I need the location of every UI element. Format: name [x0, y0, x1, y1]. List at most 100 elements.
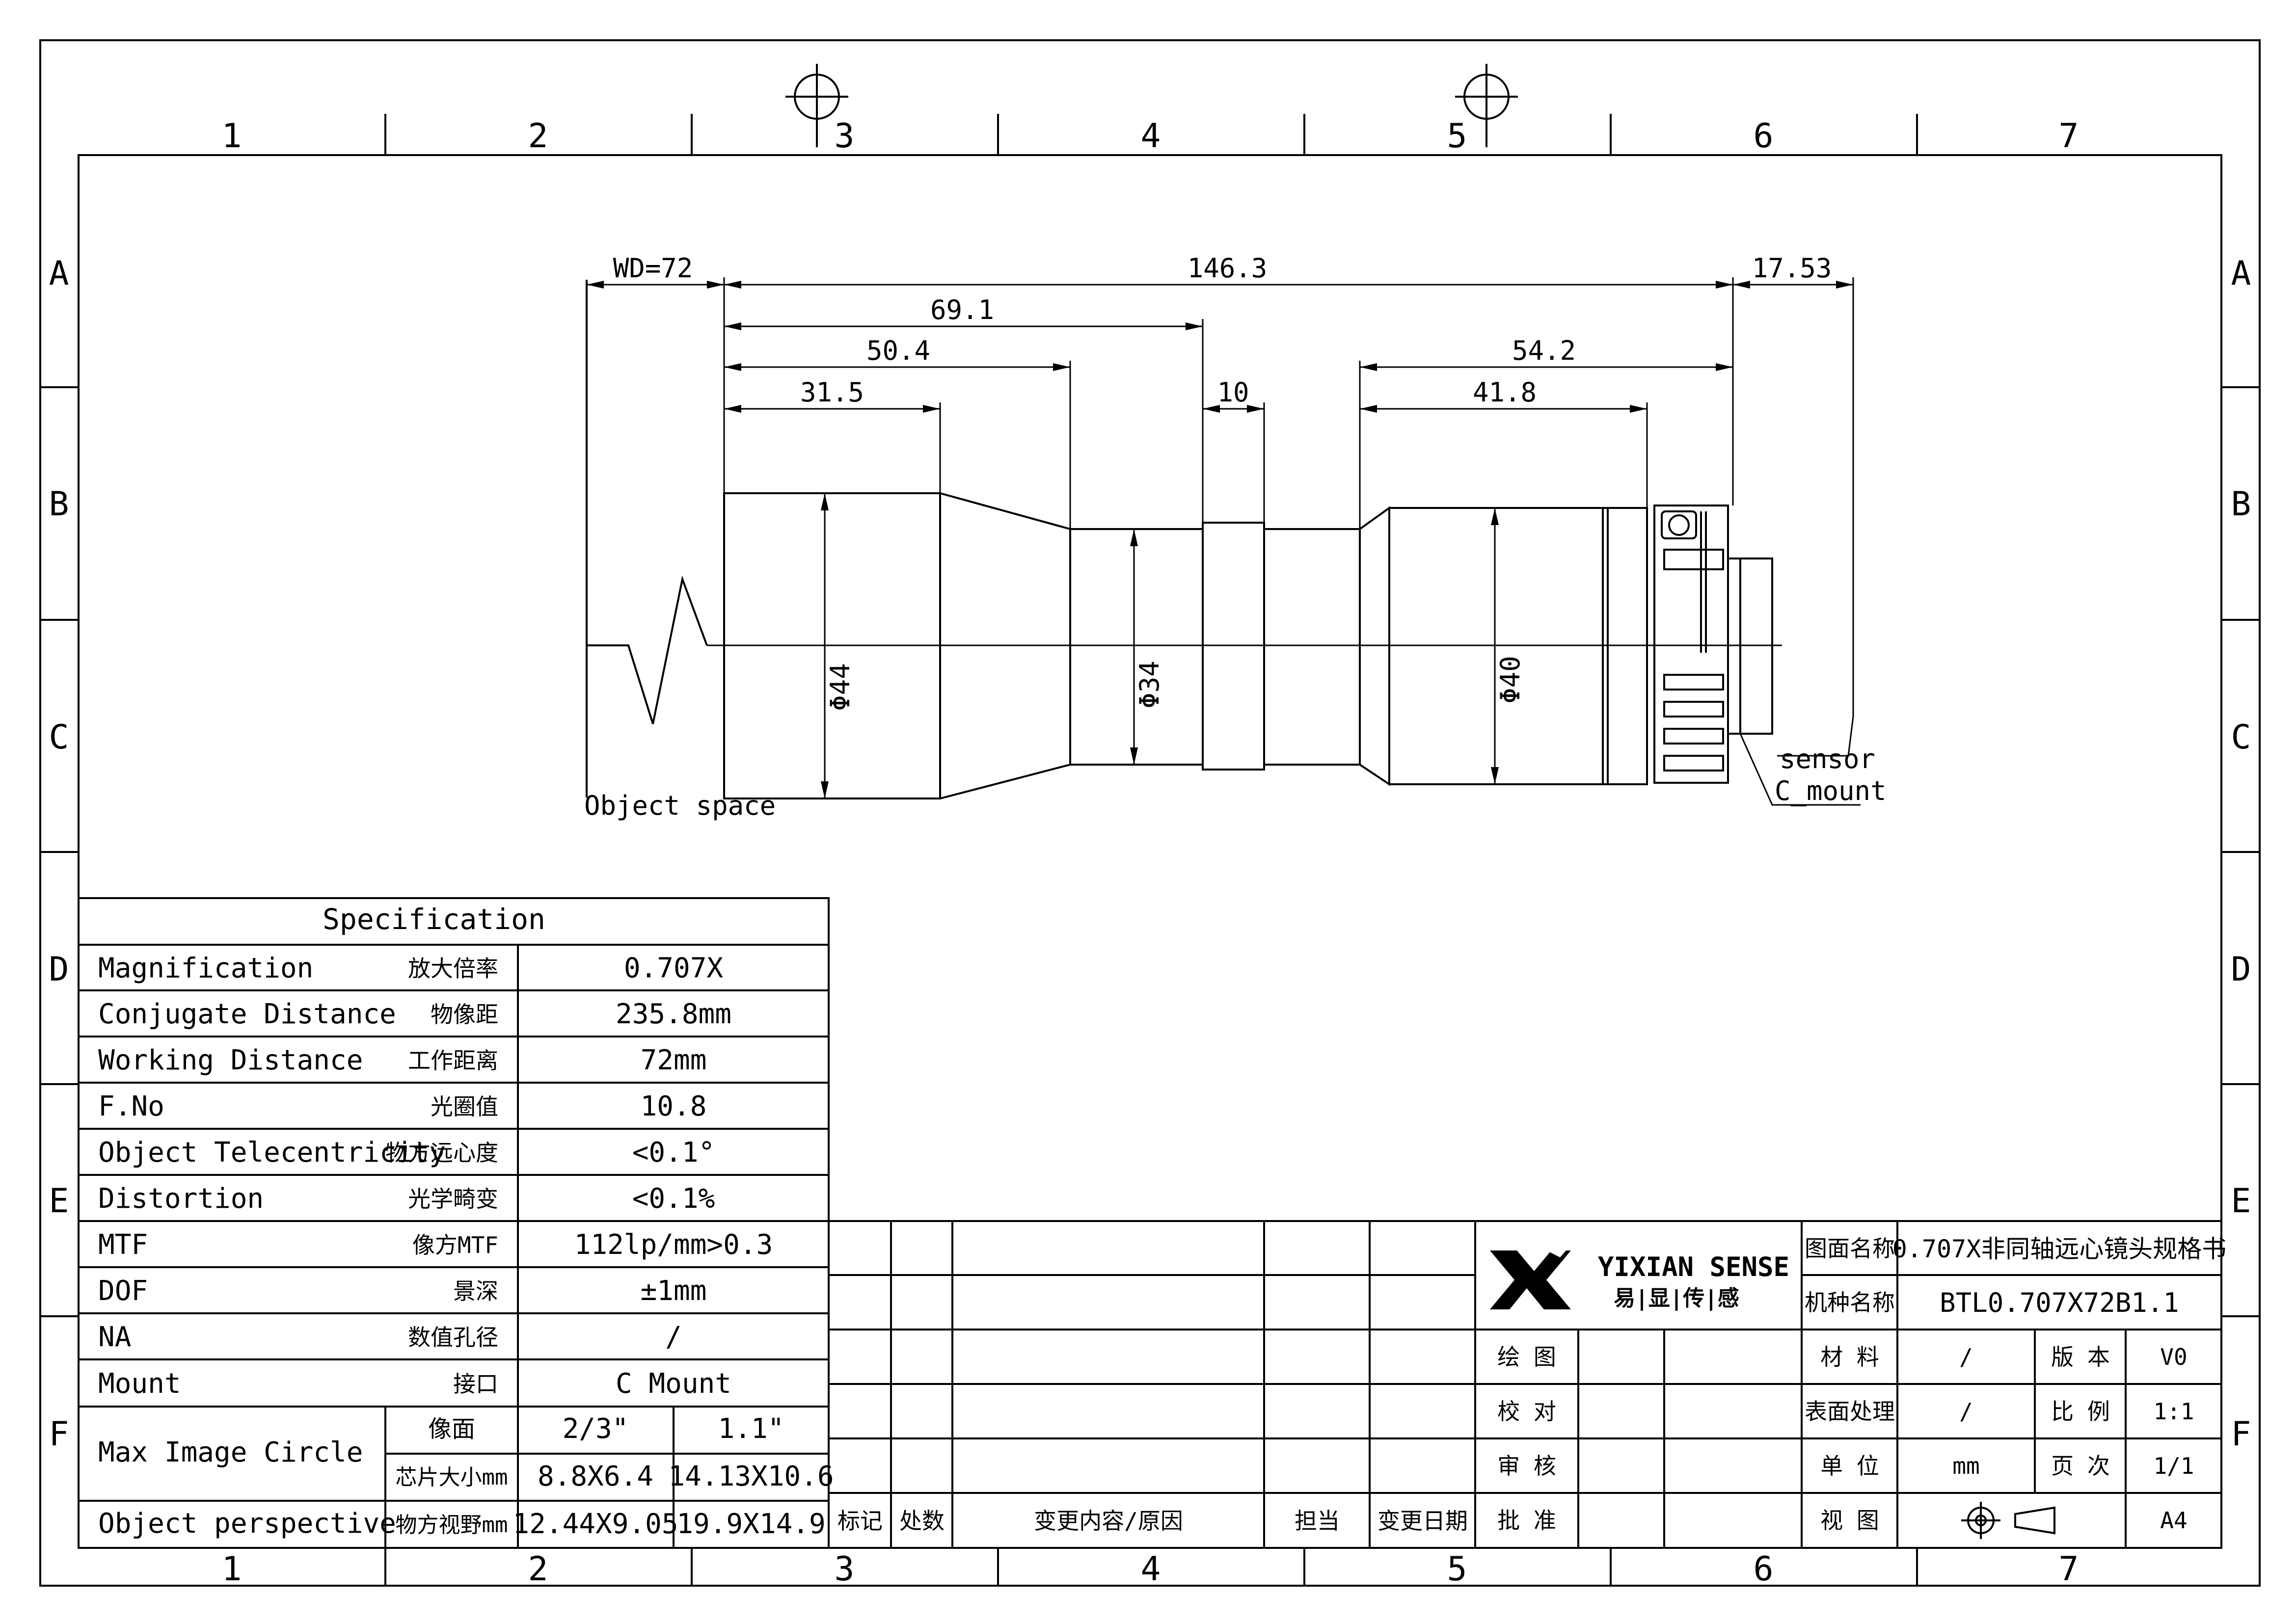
- drawing-name: 0.707X非同轴远心镜头规格书: [1892, 1235, 2227, 1263]
- spec-table-text: Specification: [323, 903, 545, 936]
- check-label: 校 对: [1497, 1398, 1556, 1425]
- spec-row-value: 72mm: [641, 1044, 707, 1076]
- spec-row-label-cn: 光圈值: [431, 1093, 498, 1120]
- rev-header: 变更日期: [1378, 1508, 1468, 1534]
- col-label-top: 1: [222, 117, 242, 156]
- brand-name-cn: 易|显|传|感: [1614, 1286, 1739, 1311]
- col-label-top: 3: [835, 117, 855, 156]
- dim-total: 146.3: [1188, 253, 1268, 284]
- spec-op-label: Object perspective: [98, 1508, 396, 1540]
- spec-mic-cn1: 像面: [428, 1415, 475, 1443]
- projection-symbol-icon: [1961, 1502, 2055, 1539]
- spec-row-label-cn: 接口: [453, 1371, 498, 1397]
- spec-row-value: <0.1°: [632, 1137, 715, 1169]
- rev-header: 变更内容/原因: [1034, 1508, 1183, 1534]
- row-label-left: A: [49, 254, 69, 293]
- dim-31-5: 31.5: [800, 377, 864, 408]
- spec-op-va: 12.44X9.05: [513, 1508, 678, 1540]
- spec-op-vb: 19.9X14.9: [676, 1508, 825, 1540]
- dimension-values: WD=72 146.3 17.53 69.1 50.4 31.5 10 54.2…: [613, 253, 1832, 711]
- spec-row-value: 10.8: [641, 1090, 707, 1122]
- row-label-right: C: [2231, 718, 2251, 757]
- col-label-top: 2: [528, 117, 548, 156]
- material-label: 材 料: [1820, 1344, 1879, 1370]
- sheet-size: A4: [2160, 1507, 2187, 1534]
- spec-row-label: Working Distance: [98, 1044, 363, 1076]
- dim-50-4: 50.4: [866, 335, 930, 366]
- lens-outline: [586, 280, 1782, 799]
- spec-row-label: Object Telecentricity: [98, 1137, 446, 1169]
- spec-row-value: 0.707X: [624, 953, 724, 984]
- grid-labels: 1 2 3 4 5 6 7 1 2 3 4 5 6 7 A B C D E F …: [49, 117, 2251, 1589]
- col-label-bottom: 6: [1754, 1550, 1774, 1589]
- spec-op-cn: 物方视野mm: [396, 1513, 508, 1538]
- spec-mic-v2a: 8.8X6.4: [538, 1461, 653, 1492]
- rev-header: 标记: [837, 1508, 883, 1534]
- view-label: 视 图: [1820, 1507, 1879, 1534]
- drawing-labels: Object space sensor C_mount: [584, 744, 1887, 821]
- draw-label: 绘 图: [1497, 1344, 1556, 1370]
- revision-headers: 标记 处数 变更内容/原因 担当 变更日期: [837, 1508, 1468, 1534]
- spec-row-label: Conjugate Distance: [98, 998, 396, 1030]
- spec-row-label-cn: 数值孔径: [408, 1324, 498, 1351]
- material-value: /: [1959, 1344, 1973, 1370]
- spec-table: [78, 897, 830, 1549]
- dim-17-53: 17.53: [1752, 253, 1832, 284]
- col-label-top: 5: [1447, 117, 1467, 156]
- title-block: [1475, 1220, 2221, 1548]
- object-space-label: Object space: [584, 790, 776, 821]
- spec-row-label-cn: 光学畸变: [408, 1186, 498, 1212]
- spec-row-label: Distortion: [98, 1183, 264, 1215]
- review-label: 审 核: [1497, 1453, 1556, 1479]
- dim-41-8: 41.8: [1473, 377, 1537, 408]
- model-name: BTL0.707X72B1.1: [1940, 1287, 2179, 1318]
- spec-row-label-cn: 物像距: [431, 1001, 498, 1028]
- page-value: 1/1: [2153, 1453, 2194, 1479]
- spec-row-label: MTF: [98, 1229, 148, 1261]
- spec-extra: Max Image Circle 像面 2/3" 1.1" 芯片大小mm 8.8…: [98, 1413, 834, 1540]
- centering-mark-icon: [785, 64, 1518, 147]
- col-label-bottom: 7: [2059, 1550, 2079, 1589]
- dia-34: Φ34: [1134, 661, 1165, 709]
- row-label-right: A: [2231, 254, 2251, 293]
- row-label-right: E: [2231, 1182, 2251, 1221]
- surface-label: 表面处理: [1805, 1398, 1895, 1425]
- spec-row-label-cn: 放大倍率: [408, 956, 498, 982]
- spec-mic-cn2: 芯片大小mm: [396, 1465, 508, 1490]
- unit-label: 单 位: [1820, 1453, 1879, 1479]
- brand-name: YIXIAN SENSE: [1598, 1251, 1789, 1282]
- spec-mic-label: Max Image Circle: [98, 1436, 363, 1468]
- spec-row-value: <0.1%: [632, 1183, 715, 1215]
- page-label: 页 次: [2051, 1453, 2110, 1479]
- spec-row-value: ±1mm: [641, 1275, 707, 1307]
- spec-row-value: /: [665, 1321, 682, 1353]
- row-label-left: C: [49, 718, 69, 757]
- sensor-mount: [1727, 558, 1773, 735]
- spec-mic-v1a: 2/3": [563, 1413, 629, 1445]
- rev-header: 担当: [1295, 1508, 1340, 1534]
- spec-row-value: 112lp/mm>0.3: [574, 1229, 773, 1261]
- spec-row-label: NA: [98, 1321, 131, 1353]
- spec-row-value: 235.8mm: [616, 998, 731, 1030]
- spec-mic-v2b: 14.13X10.6: [668, 1461, 834, 1492]
- scale-value: 1:1: [2153, 1398, 2194, 1425]
- col-label-bottom: 2: [528, 1550, 548, 1589]
- row-label-right: D: [2231, 950, 2251, 989]
- spec-row-label-cn: 景深: [453, 1278, 498, 1304]
- dim-wd: WD=72: [613, 253, 693, 284]
- spec-mic-v1b: 1.1": [718, 1413, 784, 1445]
- row-label-left: B: [49, 485, 69, 524]
- col-label-top: 4: [1141, 117, 1161, 156]
- col-label-bottom: 3: [835, 1550, 855, 1589]
- col-label-top: 6: [1754, 117, 1774, 156]
- drawing-name-label: 图面名称: [1805, 1235, 1895, 1262]
- row-label-right: F: [2231, 1415, 2251, 1454]
- surface-value: /: [1959, 1398, 1973, 1425]
- col-label-bottom: 4: [1141, 1550, 1161, 1589]
- approve-label: 批 准: [1497, 1507, 1556, 1534]
- spec-row-label: DOF: [98, 1275, 148, 1307]
- row-label-right: B: [2231, 485, 2251, 524]
- title-block-text: 图面名称 0.707X非同轴远心镜头规格书 机种名称 BTL0.707X72B1…: [1497, 1235, 2226, 1534]
- spec-row-label: Mount: [98, 1368, 181, 1400]
